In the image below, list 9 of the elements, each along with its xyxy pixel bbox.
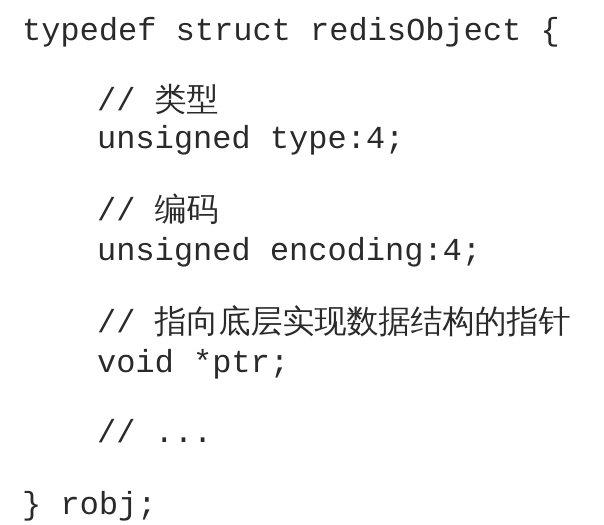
code-comment: // 类型 xyxy=(97,84,219,120)
code-line: unsigned type:4; xyxy=(97,122,404,158)
code-comment: // 指向底层实现数据结构的指针 xyxy=(97,306,571,342)
code-line: void *ptr; xyxy=(97,346,290,382)
code-line: typedef struct redisObject { xyxy=(22,14,560,50)
code-comment: // 编码 xyxy=(97,194,219,230)
code-line: } robj; xyxy=(22,488,156,524)
code-line: unsigned encoding:4; xyxy=(97,234,482,270)
code-comment: // ... xyxy=(97,416,212,452)
